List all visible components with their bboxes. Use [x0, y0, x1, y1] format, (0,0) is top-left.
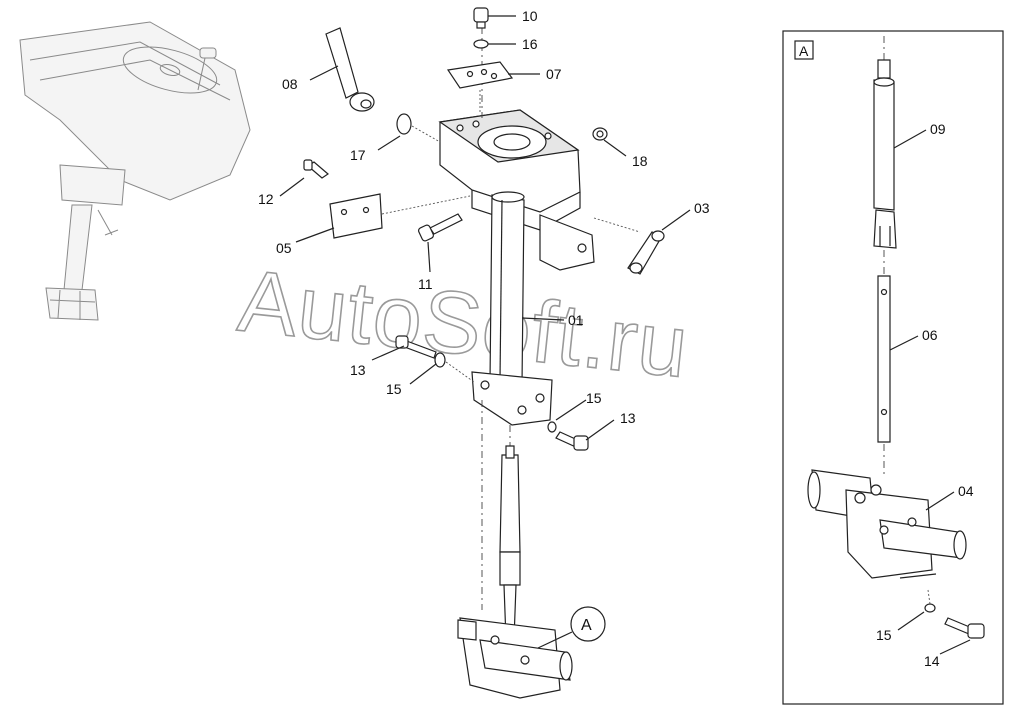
label-part-13-right: 13	[620, 410, 636, 426]
bolt-13-left	[395, 335, 437, 359]
bolt-13-right	[555, 431, 589, 451]
label-part-15-detail: 15	[876, 627, 892, 643]
leader-lines	[279, 15, 971, 655]
steering-column-assembly	[438, 10, 595, 699]
bolt-10	[473, 7, 489, 29]
label-part-05: 05	[276, 240, 292, 256]
washer-15-detail	[924, 603, 936, 613]
label-part-03: 03	[694, 200, 710, 216]
label-part-15-left: 15	[386, 381, 402, 397]
label-part-10: 10	[522, 8, 538, 24]
callout-a: A	[537, 606, 606, 649]
bolt-14	[944, 617, 985, 639]
label-part-12: 12	[258, 191, 274, 207]
washer-15-left	[434, 352, 446, 368]
washer-17	[396, 113, 412, 135]
plate-05	[329, 193, 471, 239]
label-part-16: 16	[522, 36, 538, 52]
nut-18	[592, 127, 608, 141]
part-labels: 10 16 07 08 17 18 12 05 11 03 01 13 15 1…	[258, 8, 974, 669]
label-part-07: 07	[546, 66, 562, 82]
label-part-13-left: 13	[350, 362, 366, 378]
detail-frame	[782, 30, 1004, 705]
detail-view-a: A	[782, 30, 1004, 705]
label-part-17: 17	[350, 147, 366, 163]
label-part-06: 06	[922, 327, 938, 343]
label-part-04: 04	[958, 483, 974, 499]
label-part-15-right: 15	[586, 390, 602, 406]
washer-16	[473, 39, 489, 49]
label-part-01: 01	[568, 312, 584, 328]
label-part-18: 18	[632, 153, 648, 169]
label-part-14: 14	[924, 653, 940, 669]
plate-07	[446, 61, 514, 112]
tractor-overview-thumbnail	[19, 21, 251, 321]
screw-12	[303, 159, 329, 179]
label-part-11: 11	[418, 276, 433, 292]
detail-tag-label: A	[799, 43, 809, 59]
callout-a-label: A	[581, 617, 592, 634]
bolt-11	[417, 213, 463, 242]
detail-tag-box	[794, 40, 814, 60]
link-03	[593, 217, 665, 275]
label-part-08: 08	[282, 76, 298, 92]
lever-08	[325, 27, 375, 112]
label-part-09: 09	[930, 121, 946, 137]
washer-15-right	[547, 421, 557, 433]
